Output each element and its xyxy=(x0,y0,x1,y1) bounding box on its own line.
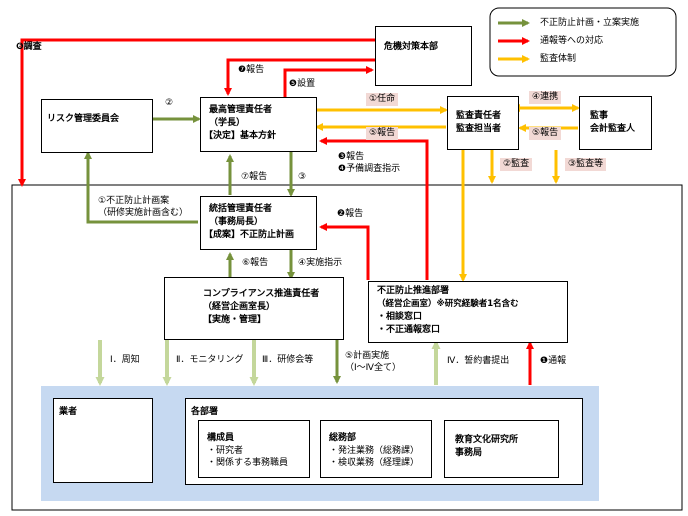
label-collab4: ④連携 xyxy=(529,91,562,104)
node-compliance-title: コンプライアンス推進責任者 xyxy=(203,289,320,299)
arrow-report7 xyxy=(224,58,375,96)
label-report6: ⑥報告 xyxy=(242,258,269,268)
node-members-title: 構成員 xyxy=(207,433,235,443)
label-audit3: ③監査等 xyxy=(565,158,607,171)
node-promotion-sub3: ・不正通報窓口 xyxy=(377,325,441,335)
node-promotion-title: 不正防止推進部署 xyxy=(377,286,450,296)
node-general-affairs-sub1: ・発注業務（総務課） xyxy=(329,446,420,456)
node-promotion: 不正防止推進部署 （経営企画室）※研究経験者1名含む ・相談窓口 ・不正通報窓口 xyxy=(368,281,568,343)
node-auditor-external-title: 監事 xyxy=(590,111,609,121)
node-edu-institute-sub1: 事務局 xyxy=(455,448,483,458)
label-audit2: ②監査 xyxy=(500,158,533,171)
node-general-sub1: （事務局長） xyxy=(209,217,264,227)
node-general-title: 統括管理責任者 xyxy=(209,204,273,214)
label-report7: ❼報告 xyxy=(238,65,265,75)
node-risk: リスク管理委員会 xyxy=(41,99,153,153)
node-crisis: 危機対策本部 xyxy=(375,26,472,86)
node-auditor-external: 監事 会計監査人 xyxy=(579,96,652,150)
node-promotion-sub1: （経営企画室）※研究経験者1名含む xyxy=(377,299,519,309)
label-two: ② xyxy=(165,98,174,108)
label-investigation: ❻調査 xyxy=(16,42,42,52)
node-top-title: 最高管理責任者 xyxy=(209,105,273,115)
node-risk-title: リスク管理委員会 xyxy=(47,114,120,124)
arrow-report2 xyxy=(319,223,370,280)
label-report3: ❸報告 xyxy=(338,152,365,162)
node-edu-institute: 教育文化研究所 事務局 xyxy=(444,420,559,478)
label-appoint1: ①任命 xyxy=(366,93,399,106)
label-report2: ❷報告 xyxy=(337,209,364,219)
node-top-sub1: （学長） xyxy=(209,118,246,128)
node-compliance: コンプライアンス推進責任者 （経営企画室長） 【実施・管理】 xyxy=(164,277,344,340)
node-general-affairs-title: 総務部 xyxy=(329,433,357,443)
node-members: 構成員 ・研究者 ・関係する事務職員 xyxy=(198,420,310,478)
label-iv: Ⅳ．誓約書提出 xyxy=(447,356,510,366)
node-general-sub2: 【成案】不正防止計画 xyxy=(204,230,295,240)
label-plan5a: ⑤計画実施 xyxy=(345,351,390,361)
node-auditor-internal-title: 監査責任者 xyxy=(456,111,502,121)
legend-label-plan: 不正防止計画・立案実施 xyxy=(540,18,640,28)
node-edu-institute-title: 教育文化研究所 xyxy=(455,435,519,445)
node-general: 統括管理責任者 （事務局長） 【成案】不正防止計画 xyxy=(200,196,317,250)
node-auditor-internal: 監査責任者 監査担当者 xyxy=(447,96,519,150)
arrow-investigation xyxy=(18,38,375,187)
label-install5: ❺設置 xyxy=(289,79,316,89)
node-vendor: 業者 xyxy=(53,398,153,483)
arrow-install5 xyxy=(283,66,374,100)
node-auditor-internal-sub1: 監査担当者 xyxy=(456,124,502,134)
label-three: ③ xyxy=(298,172,307,182)
label-report7b: ⑦報告 xyxy=(241,172,268,182)
node-compliance-sub1: （経営企画室長） xyxy=(203,302,276,312)
node-vendor-title: 業者 xyxy=(59,407,78,417)
legend-label-report: 通報等への対応 xyxy=(540,36,604,46)
label-notice1: ❶通報 xyxy=(540,356,567,366)
label-plan1b: （研修実施計画含む） xyxy=(98,208,189,218)
arrow-report3 xyxy=(319,137,429,280)
node-general-affairs-sub2: ・検収業務（経理課） xyxy=(329,458,420,468)
label-report5b: ⑤報告 xyxy=(529,127,562,140)
label-i: Ⅰ．周知 xyxy=(110,355,140,365)
node-members-sub2: ・関係する事務職員 xyxy=(207,458,289,468)
organization-frame xyxy=(11,184,683,511)
node-top: 最高管理責任者 （学長） 【決定】基本方針 xyxy=(200,97,317,152)
legend-label-audit: 監査体制 xyxy=(540,54,577,64)
node-compliance-sub2: 【実施・管理】 xyxy=(203,315,267,325)
label-report5a: ⑤報告 xyxy=(366,127,399,140)
label-plan5b: （Ⅰ～Ⅳ全て） xyxy=(345,363,401,373)
arrow-plan1 xyxy=(84,151,198,224)
node-departments-title: 各部署 xyxy=(191,407,219,417)
node-promotion-sub2: ・相談窓口 xyxy=(377,312,423,322)
node-crisis-title: 危機対策本部 xyxy=(384,42,439,52)
label-iii: Ⅲ．研修会等 xyxy=(262,355,314,365)
legend-frame xyxy=(489,7,677,77)
label-ii: Ⅱ．モニタリング xyxy=(176,355,244,365)
label-prelim4: ❹予備調査指示 xyxy=(338,164,401,174)
node-members-sub1: ・研究者 xyxy=(207,446,244,456)
node-auditor-external-sub1: 会計監査人 xyxy=(590,124,636,134)
label-plan1a: ①不正防止計画案 xyxy=(98,196,170,206)
node-top-sub2: 【決定】基本方針 xyxy=(204,131,277,141)
label-instruct4: ④実施指示 xyxy=(298,258,343,268)
node-general-affairs: 総務部 ・発注業務（総務課） ・検収業務（経理課） xyxy=(320,420,432,478)
